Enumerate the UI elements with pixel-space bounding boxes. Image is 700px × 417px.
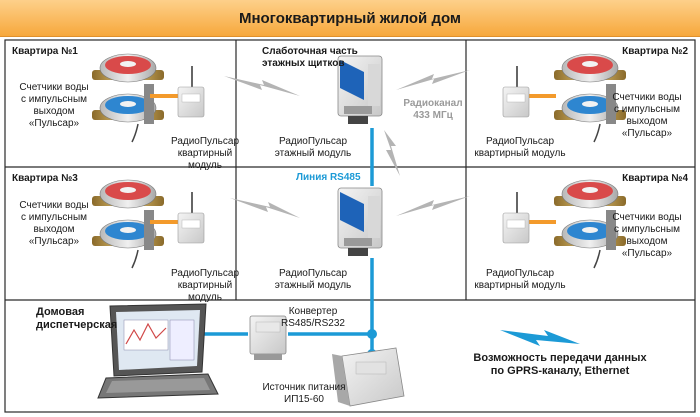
power-line2: ИП15-60	[284, 394, 324, 405]
radio-module-caption-apt4: РадиоПульсар квартирный модуль	[470, 268, 570, 292]
meter-caption-line4: «Пульсар»	[621, 248, 673, 259]
lowcurrent-line2: этажных щитков	[262, 58, 345, 69]
floor-module-caption-line2: этажный модуль	[274, 280, 352, 291]
meter-caption-line2: с импульсным	[20, 212, 88, 223]
meter-caption-apt4: Счетчики воды с импульсным выходом «Пуль…	[604, 212, 690, 260]
meter-caption-line4: «Пульсар»	[28, 118, 80, 129]
radio-module-caption-apt1: РадиоПульсар квартирный модуль	[160, 136, 250, 172]
radio-module-caption-line2: квартирный модуль	[474, 280, 566, 291]
rs485-line-label: Линия RS485	[296, 172, 361, 183]
radio-module-caption-apt3: РадиоПульсар квартирный модуль	[160, 268, 250, 304]
dispatch-laptop	[97, 303, 219, 399]
radio-module-caption-apt2: РадиоПульсар квартирный модуль	[470, 136, 570, 160]
converter-label: Конвертер RS485/RS232	[268, 306, 358, 330]
meter-caption-line2: с импульсным	[20, 94, 88, 105]
meter-caption-apt3: Счетчики воды с импульсным выходом «Пуль…	[14, 200, 94, 248]
radio-module-apt1	[177, 65, 205, 118]
meter-caption-line1: Счетчики воды	[612, 92, 682, 103]
power-line1: Источник питания	[262, 382, 346, 393]
meter-caption-line1: Счетчики воды	[19, 200, 89, 211]
floor-module-caption-line1: РадиоПульсар	[278, 136, 348, 147]
apartment-2-label: Квартира №2	[622, 46, 688, 57]
meter-caption-line1: Счетчики воды	[612, 212, 682, 223]
meter-caption-apt2: Счетчики воды с импульсным выходом «Пуль…	[604, 92, 690, 140]
lowcurrent-line1: Слаботочная часть	[262, 46, 358, 57]
radio-channel-label: Радиоканал 433 МГц	[400, 98, 466, 122]
page-title: Многоквартирный жилой дом	[0, 0, 700, 37]
radio-module-apt4	[502, 191, 530, 244]
floor-module-caption-top: РадиоПульсар этажный модуль	[268, 136, 358, 160]
power-supply-device	[332, 347, 405, 407]
radio-module-apt3	[177, 191, 205, 244]
radio-module-caption-line1: РадиоПульсар	[170, 268, 240, 279]
meter-caption-line1: Счетчики воды	[19, 82, 89, 93]
dispatch-line1: Домовая	[36, 306, 85, 318]
meter-caption-line3: выходом	[626, 236, 668, 247]
apartment-3-label: Квартира №3	[12, 173, 78, 184]
radio-module-caption-line1: РадиоПульсар	[485, 136, 555, 147]
radio-module-caption-line1: РадиоПульсар	[170, 136, 240, 147]
dispatch-label: Домовая диспетчерская	[36, 306, 117, 332]
apartment-1-label: Квартира №1	[12, 46, 78, 57]
meter-caption-line2: с импульсным	[613, 104, 681, 115]
radio-module-caption-line2: квартирный модуль	[177, 280, 233, 303]
meter-caption-line4: «Пульсар»	[621, 128, 673, 139]
gprs-line1: Возможность передачи данных	[473, 352, 647, 364]
radio-module-apt2	[502, 65, 530, 118]
lowcurrent-label: Слаботочная часть этажных щитков	[262, 46, 358, 70]
dispatch-line2: диспетчерская	[36, 319, 118, 331]
radio-module-caption-line2: квартирный модуль	[474, 148, 566, 159]
meter-caption-line3: выходом	[33, 106, 75, 117]
converter-line1: Конвертер	[288, 306, 338, 317]
meter-caption-line3: выходом	[626, 116, 668, 127]
power-label: Источник питания ИП15-60	[254, 382, 354, 406]
meter-caption-line3: выходом	[33, 224, 75, 235]
radio-module-caption-line2: квартирный модуль	[177, 148, 233, 171]
radio-module-caption-line1: РадиоПульсар	[485, 268, 555, 279]
floor-module-caption-line2: этажный модуль	[274, 148, 352, 159]
gprs-label: Возможность передачи данных по GPRS-кана…	[460, 352, 660, 378]
radio-arrows	[224, 70, 470, 218]
converter-device	[249, 315, 287, 360]
converter-line2: RS485/RS232	[281, 318, 345, 329]
floor-module-caption-line1: РадиоПульсар	[278, 268, 348, 279]
rs485-wire	[204, 128, 374, 366]
radio-channel-line1: Радиоканал	[403, 98, 463, 109]
meter-caption-apt1: Счетчики воды с импульсным выходом «Пуль…	[14, 82, 94, 130]
meter-caption-line2: с импульсным	[613, 224, 681, 235]
floor-module-caption-bottom: РадиоПульсар этажный модуль	[268, 268, 358, 292]
radio-channel-line2: 433 МГц	[413, 110, 453, 121]
floor-module-bottom	[337, 187, 383, 257]
gprs-line2: по GPRS-каналу, Ethernet	[490, 365, 630, 377]
apartment-4-label: Квартира №4	[622, 173, 688, 184]
gprs-arrow-icon	[500, 330, 580, 346]
meter-caption-line4: «Пульсар»	[28, 236, 80, 247]
